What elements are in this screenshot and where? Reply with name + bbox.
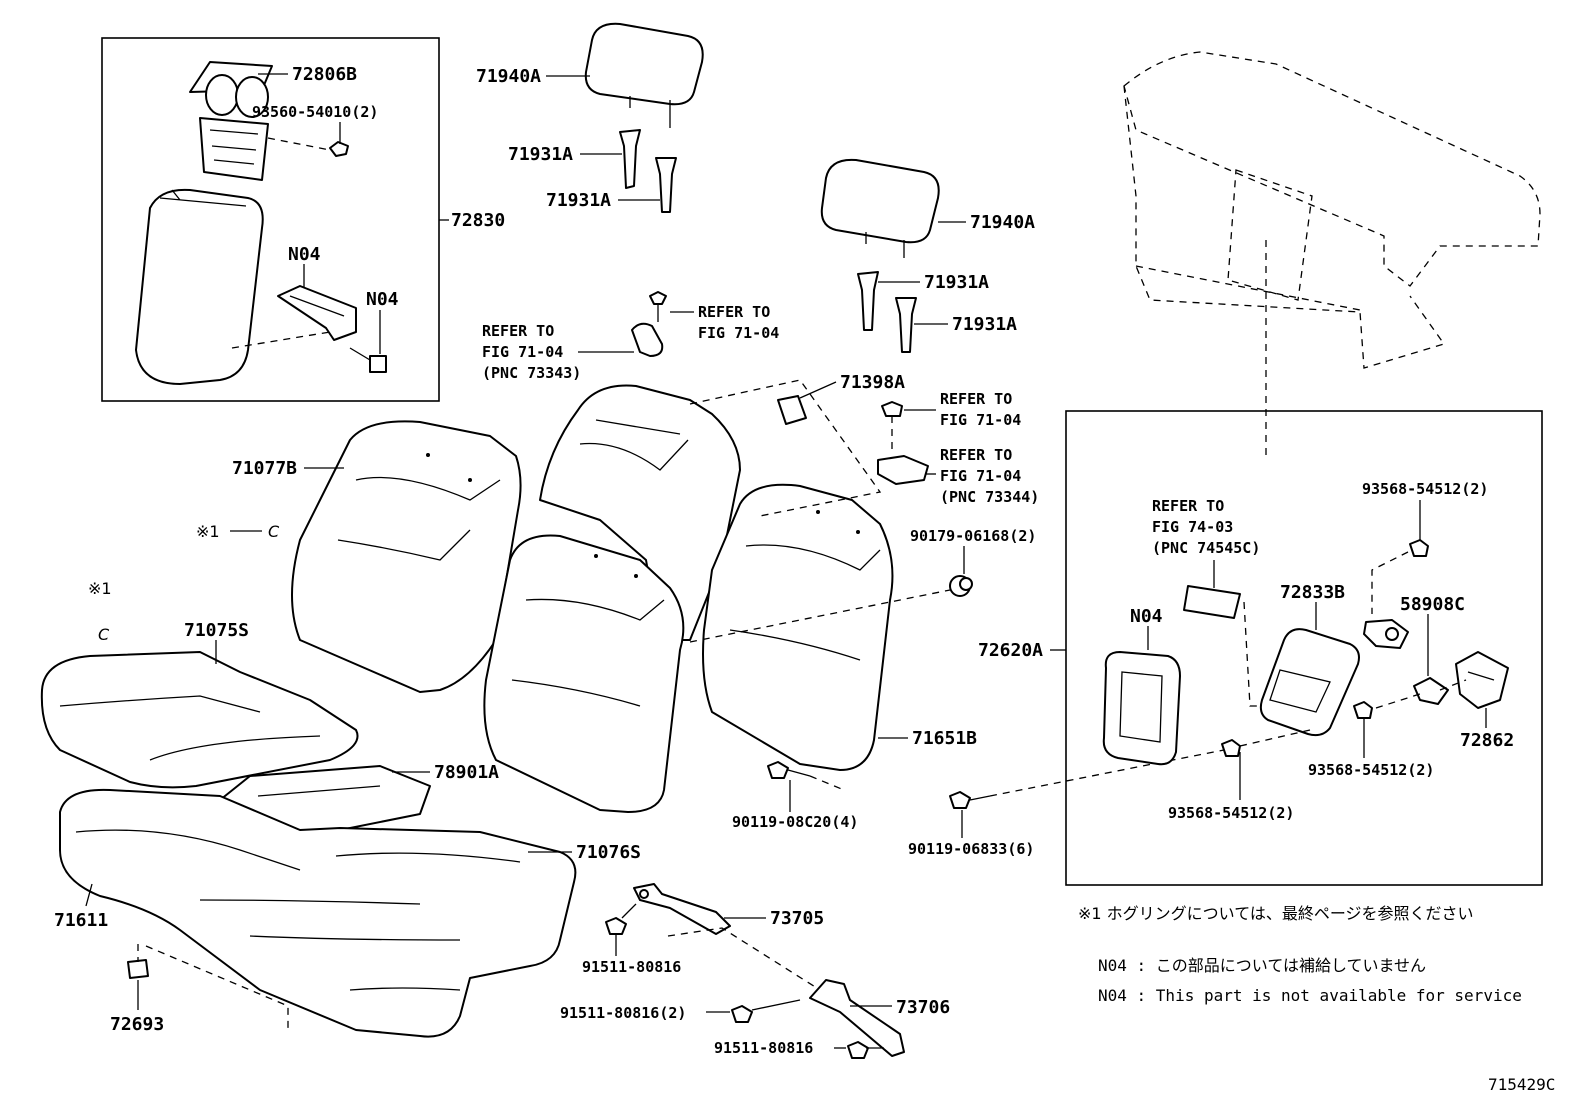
seat-back-cover-part-71077B	[291, 420, 522, 693]
seat-back-frame-part	[539, 384, 741, 641]
refer-4-line3: (PNC 73344)	[940, 488, 1039, 506]
mark-1-symbol: ※1	[196, 522, 220, 541]
bracket-part-73706	[809, 979, 905, 1057]
headrest-part-1	[584, 22, 704, 128]
bolt-part-90119-08C20	[767, 761, 845, 791]
screw-part-93568-mid	[1353, 701, 1373, 719]
callout-90179-06168: 90179-06168(2)	[910, 527, 1036, 545]
hinge-plate-part-72833B	[1259, 628, 1360, 737]
bolt-part-91511-c	[847, 1041, 884, 1059]
mark-2-symbol: ※1	[88, 579, 112, 598]
seat-cushion-frame-part-71076S	[59, 788, 577, 1038]
headrest-guide-part-1	[619, 129, 677, 213]
callout-71075S: 71075S	[184, 620, 249, 641]
refer-1-line1: REFER TO	[482, 322, 554, 340]
callout-91511-80816-c: 91511-80816	[714, 1039, 813, 1057]
callout-71611: 71611	[54, 910, 108, 931]
motor-part-58908C	[1363, 619, 1409, 649]
callout-73705: 73705	[770, 908, 824, 929]
callout-93568-54512-top: 93568-54512(2)	[1362, 480, 1488, 498]
refer-1-line3: (PNC 73343)	[482, 364, 581, 382]
note-hog-ring: ※1 ホグリングについては、最終ページを参照ください	[1078, 904, 1474, 923]
bracket-part-small	[1413, 677, 1449, 705]
callout-78901A: 78901A	[434, 762, 499, 783]
callout-72830: 72830	[451, 210, 505, 231]
callout-N04-a: N04	[288, 244, 321, 265]
cover-plate-part	[1183, 585, 1241, 619]
hook-part	[631, 291, 667, 357]
callout-N04-c: N04	[1130, 606, 1163, 627]
bolt-part	[349, 347, 387, 373]
callout-71940A-1: 71940A	[476, 66, 541, 87]
bolt-part-91511-a	[605, 903, 637, 935]
callout-71931A-4: 71931A	[952, 314, 1017, 335]
callout-91511-80816-b: 91511-80816(2)	[560, 1004, 686, 1022]
screw-part	[329, 141, 349, 157]
refer-5-line2: FIG 74-03	[1152, 518, 1233, 536]
refer-4-line2: FIG 71-04	[940, 467, 1021, 485]
refer-4-line1: REFER TO	[940, 446, 1012, 464]
callout-72862: 72862	[1460, 730, 1514, 751]
callout-91511-80816-a: 91511-80816	[582, 958, 681, 976]
note-n04-ja: N04 : この部品については補給していません	[1098, 956, 1426, 975]
callout-72693: 72693	[110, 1014, 164, 1035]
refer-3-line2: FIG 71-04	[940, 411, 1021, 429]
callout-93568-54512-mid: 93568-54512(2)	[1308, 761, 1434, 779]
bolt-part-90119-06833	[949, 791, 991, 809]
headrest-part-2	[820, 158, 940, 258]
latch-part	[877, 455, 929, 485]
callout-N04-b: N04	[366, 289, 399, 310]
clip-part-72693	[127, 959, 149, 979]
callout-93560-54010: 93560-54010(2)	[252, 103, 378, 121]
push-nut-part	[949, 575, 973, 597]
callout-58908C: 58908C	[1400, 594, 1465, 615]
callout-73706: 73706	[896, 997, 950, 1018]
callout-90119-08C20: 90119-08C20(4)	[732, 813, 858, 831]
callout-71931A-2: 71931A	[546, 190, 611, 211]
callout-72806B: 72806B	[292, 64, 357, 85]
screw-part-93568-top	[1409, 539, 1429, 557]
callout-71077B: 71077B	[232, 458, 297, 479]
mark-2-letter: C	[98, 625, 110, 644]
bracket-part-73705	[633, 883, 731, 935]
callout-71931A-1: 71931A	[508, 144, 573, 165]
rear-package-tray-reference	[1123, 51, 1541, 460]
callout-71398A: 71398A	[840, 372, 905, 393]
callout-71651B: 71651B	[912, 728, 977, 749]
hinge-group-box	[1065, 410, 1543, 886]
clip-part-71398A	[777, 395, 807, 425]
refer-5-line1: REFER TO	[1152, 497, 1224, 515]
note-n04-en: N04 : This part is not available for ser…	[1098, 986, 1522, 1005]
screw-part-93568-low	[1221, 739, 1241, 757]
refer-3-line1: REFER TO	[940, 390, 1012, 408]
callout-90119-06833: 90119-06833(6)	[908, 840, 1034, 858]
callout-71940A-2: 71940A	[970, 212, 1035, 233]
callout-71076S: 71076S	[576, 842, 641, 863]
callout-72620A: 72620A	[978, 640, 1043, 661]
refer-1-line2: FIG 71-04	[482, 343, 563, 361]
headrest-guide-part-2	[857, 271, 917, 353]
bolt-part-refer3	[881, 401, 903, 450]
mark-1-letter: C	[268, 522, 280, 541]
armrest-bracket-part	[277, 285, 357, 341]
callout-72833B: 72833B	[1280, 582, 1345, 603]
cup-holder-part	[189, 61, 273, 181]
callout-93568-54512-low: 93568-54512(2)	[1168, 804, 1294, 822]
seat-back-cover-part-71651B	[702, 483, 894, 771]
callout-71931A-3: 71931A	[924, 272, 989, 293]
figure-id: 715429C	[1488, 1075, 1555, 1094]
refer-5-line3: (PNC 74545C)	[1152, 539, 1260, 557]
armrest-part	[135, 188, 264, 385]
refer-2-line2: FIG 71-04	[698, 324, 779, 342]
bolt-part-91511-b	[731, 999, 801, 1023]
seat-cushion-cover-part-71075S	[40, 651, 359, 789]
seat-back-cover-part-center	[483, 534, 685, 813]
frame-bracket-part	[1102, 651, 1181, 766]
refer-2-line1: REFER TO	[698, 303, 770, 321]
handle-part-72862	[1455, 651, 1509, 709]
